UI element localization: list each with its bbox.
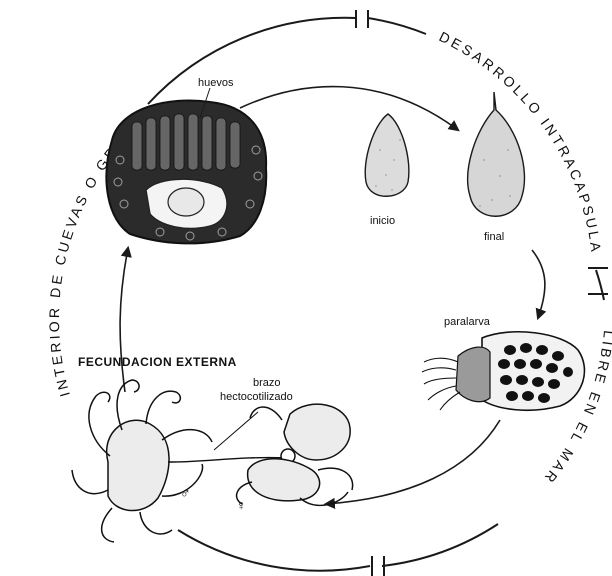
male-symbol: ♂ [180, 485, 191, 501]
egg-start-label: inicio [370, 215, 395, 227]
cycle-break-ticks [356, 10, 608, 576]
arm-label-line2: hectocotilizado [220, 391, 293, 403]
paralarva-illustration [422, 332, 584, 410]
egg-start-illustration [365, 114, 409, 196]
arrow-development-to-larva [532, 250, 545, 318]
eggs-label: huevos [198, 77, 234, 89]
arrow-eggs-to-development [240, 87, 458, 130]
egg-final-label: final [484, 231, 504, 243]
egg-cluster-illustration [106, 88, 266, 243]
fertilization-label: FECUNDACION EXTERNA [78, 355, 237, 369]
paralarva-label: paralarva [444, 316, 491, 328]
female-octopus [237, 404, 353, 505]
egg-final-illustration [468, 92, 525, 216]
female-symbol: ♀ [236, 497, 247, 513]
arm-label-line1: brazo [253, 377, 281, 389]
arrow-fertilization-to-eggs [120, 248, 128, 392]
arrow-larva-to-fertilization [326, 420, 500, 504]
mating-octopuses-illustration [72, 380, 353, 542]
